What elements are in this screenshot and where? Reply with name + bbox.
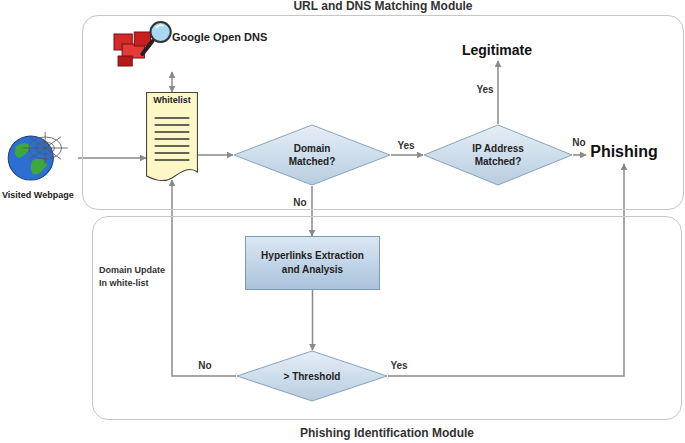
node-text: URL and DNS Matching Module: [83, 0, 683, 13]
connector-arrow: [573, 154, 586, 156]
decision-diamond: > Threshold: [236, 350, 388, 402]
node-outline: [146, 92, 198, 180]
decision-diamond: Domain Matched?: [233, 124, 391, 186]
node-text: > Threshold: [284, 370, 341, 383]
node-text: IP Address Matched?: [461, 142, 536, 168]
node-text: Phishing Identification Module: [93, 426, 681, 440]
connector-arrow: [78, 157, 146, 159]
edge-label: No: [291, 197, 308, 209]
connector-arrow: [391, 154, 423, 156]
node-outline: [423, 124, 573, 186]
edge-label: Yes: [395, 140, 416, 152]
whitelist-document: Whitelist: [146, 92, 198, 180]
connector-arrow: [311, 186, 313, 236]
connector-arrow: [312, 290, 314, 350]
dns-icon-node: Google Open DNS: [112, 20, 272, 72]
connector-arrow: [497, 61, 499, 124]
node-text: Hyperlinks Extraction and Analysis: [254, 249, 371, 277]
connector-arrow: [171, 72, 173, 92]
node-text: Google Open DNS: [172, 31, 267, 43]
edge-label: Yes: [474, 84, 495, 96]
node-text: Domain Matched?: [273, 142, 352, 168]
node-text: Visited Webpage: [2, 190, 74, 200]
result-label: Legitimate: [450, 39, 544, 61]
node-text: Legitimate: [462, 42, 532, 58]
node-outline: [112, 20, 272, 72]
result-label: Phishing: [586, 140, 662, 164]
node-text: Phishing: [590, 143, 658, 161]
process-box: Hyperlinks Extraction and Analysis: [245, 236, 380, 290]
webpage-icon-node: Visited Webpage: [2, 126, 78, 206]
note-label: Domain Update In white-list: [99, 264, 167, 290]
edge-label: No: [196, 360, 213, 372]
module-band: URL and DNS Matching ModuleGoogle Open D…: [82, 15, 684, 210]
module-band: Phishing Identification ModuleHyperlinks…: [92, 216, 682, 420]
edge-label: No: [570, 137, 587, 149]
decision-diamond: IP Address Matched?: [423, 124, 573, 186]
connector-arrow: [198, 154, 233, 156]
connector-arrow: [388, 164, 624, 376]
node-outline: [233, 124, 391, 186]
edge-label: Yes: [388, 360, 409, 372]
node-text: Whitelist: [146, 92, 198, 105]
